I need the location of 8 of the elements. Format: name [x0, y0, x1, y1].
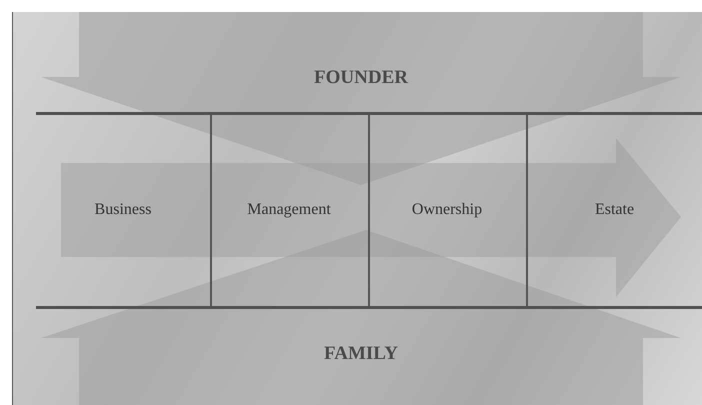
big-arrow-down: [41, 12, 681, 100]
big-arrow-up: [41, 309, 681, 405]
cell-label: Management: [247, 201, 331, 219]
cell-label: Business: [94, 201, 152, 219]
arrow-label: FOUNDER: [313, 67, 410, 89]
arrow-label: FAMILY: [323, 343, 399, 365]
cell-label: Estate: [594, 201, 634, 219]
cell-label: Ownership: [412, 201, 482, 219]
